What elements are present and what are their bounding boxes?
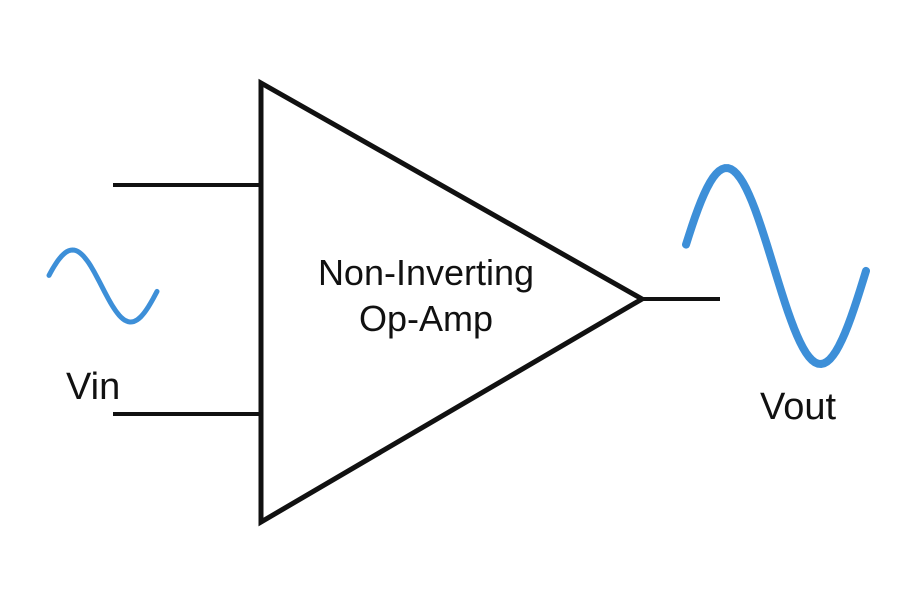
opamp-triangle: [258, 78, 648, 527]
vin-label: Vin: [66, 366, 121, 408]
opamp-label-line1: Non-Inverting: [317, 252, 535, 293]
opamp-label-line2: Op-Amp: [358, 298, 494, 339]
output-sine-wave-icon: [682, 164, 870, 369]
vout-label: Vout: [760, 386, 837, 428]
opamp-label: Non-Inverting Op-Amp: [261, 250, 591, 342]
input-sine-wave-icon: [46, 247, 160, 325]
